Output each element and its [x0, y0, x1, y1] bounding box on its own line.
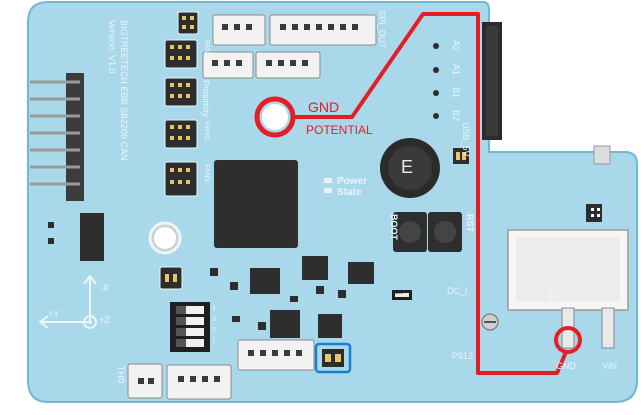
- board-title: BIGTREETECH EBB SB2209 CAN: [119, 20, 129, 161]
- mcu-chip: [214, 160, 298, 248]
- pad-label-b1: B1: [451, 87, 461, 99]
- rst-label: RST: [465, 214, 475, 232]
- axis-x-label: -X: [100, 283, 109, 293]
- dip-number-4: 4: [212, 305, 216, 312]
- gnd-pin-label: GND: [556, 361, 576, 371]
- fan2-label: FAN2: [203, 122, 210, 140]
- top-connector-a: [177, 11, 199, 35]
- pad-label-a1: A1: [451, 64, 461, 76]
- axis-indicator: [38, 274, 97, 329]
- left-pin-header: [30, 73, 84, 201]
- board-version: Version: V1.0: [107, 20, 117, 74]
- state-led-label: State: [337, 187, 362, 198]
- p913-label: P913: [452, 351, 474, 361]
- motor-pads: [433, 43, 439, 119]
- boot-label: BOOT: [389, 214, 399, 240]
- mini-switch-label: ON: [395, 290, 403, 296]
- gnd-pin-ring: [554, 326, 582, 354]
- pad-label-b2: B2: [451, 110, 461, 122]
- dip-number-3: 3: [212, 316, 216, 323]
- gnd-annotation: GND: [308, 99, 340, 115]
- can-label: CAN: [545, 282, 555, 302]
- proximity-label: Proximity: [201, 80, 211, 118]
- usb-5v-label: USB_5V: [461, 122, 471, 157]
- mounting-holes: [148, 104, 288, 255]
- dc-label: DC_I: [447, 286, 468, 296]
- pad-label-a2: A2: [451, 40, 461, 52]
- fan1-label: FAN1: [203, 40, 210, 58]
- can-connector: [507, 145, 629, 349]
- th0-label: TH0: [116, 366, 126, 384]
- fan3-label: FAN3: [203, 164, 210, 182]
- jst-connectors: [127, 14, 377, 400]
- power-led-label: Power: [337, 176, 368, 187]
- gnd-trace: [293, 12, 568, 375]
- dip-number-1: 1: [212, 338, 216, 345]
- dip-number-2: 2: [212, 327, 216, 334]
- small-chips: [48, 213, 374, 338]
- buttons: [393, 212, 462, 252]
- vin-pin-label: VIN: [602, 361, 618, 371]
- capacitor-label: E: [401, 157, 414, 177]
- highlighted-connector: [314, 342, 352, 374]
- spi-out-label: SPI_OUT: [377, 10, 387, 49]
- dip-switch: [170, 302, 210, 352]
- potential-annotation: POTENTIAL: [306, 123, 373, 137]
- capacitor: [380, 138, 440, 198]
- jumper-small: [159, 266, 183, 290]
- axis-z-label: +Z: [99, 315, 110, 325]
- axis-y-label: +Y: [48, 309, 60, 319]
